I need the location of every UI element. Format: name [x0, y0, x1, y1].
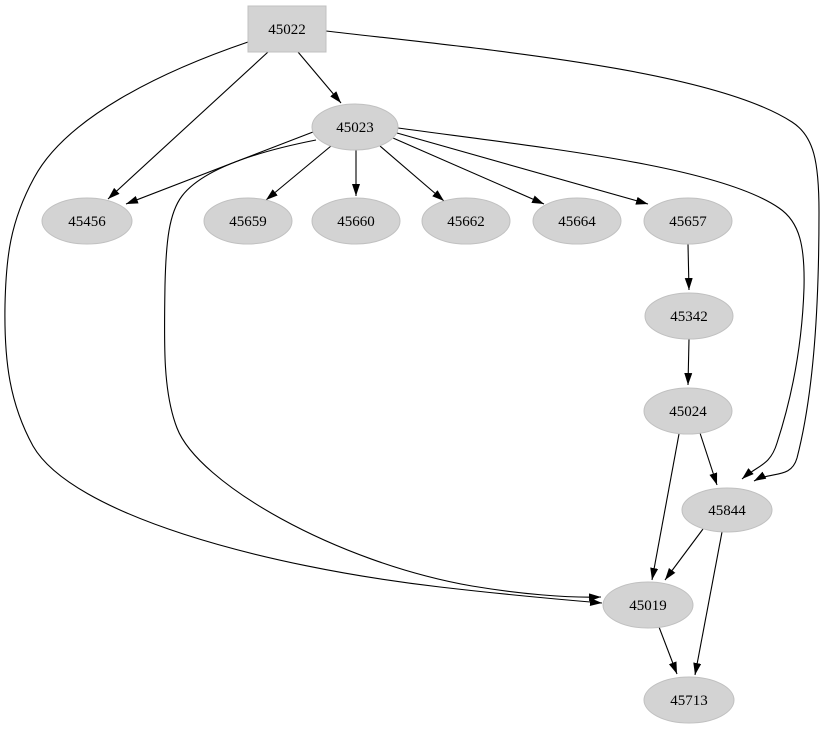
edge-45019-to-45713: [658, 626, 678, 675]
edge-45022-to-45019: [4, 41, 603, 606]
node-45456[interactable]: 45456: [41, 197, 133, 245]
node-ellipse-shape: [41, 197, 133, 245]
node-label: 45024: [669, 404, 707, 420]
edge-45844-to-45713: [693, 531, 723, 676]
node-label: 45023: [336, 120, 374, 136]
edge-45023-to-45657: [396, 132, 649, 205]
node-label: 45713: [670, 693, 708, 709]
node-45660[interactable]: 45660: [311, 197, 401, 245]
edge-45024-to-45844: [699, 432, 718, 486]
edge-45022-to-45456: [107, 51, 269, 200]
edge-45023-to-45664: [392, 137, 545, 205]
node-ellipse-shape: [644, 292, 734, 340]
edge-45023-to-45844: [397, 127, 805, 480]
node-label: 45022: [268, 22, 306, 38]
node-ellipse-shape: [532, 197, 622, 245]
node-45342[interactable]: 45342: [644, 292, 734, 340]
node-45022[interactable]: 45022: [247, 5, 327, 53]
edge-45023-to-45456: [125, 131, 314, 205]
node-label: 45660: [337, 214, 375, 230]
node-ellipse-shape: [643, 197, 733, 245]
node-45024[interactable]: 45024: [643, 387, 733, 435]
edge-45024-to-45019: [650, 433, 680, 581]
node-label: 45456: [68, 214, 106, 230]
node-ellipse-shape: [203, 197, 293, 245]
node-45713[interactable]: 45713: [643, 676, 735, 724]
edge-45342-to-45024: [684, 338, 693, 386]
node-label: 45342: [670, 309, 708, 325]
edge-45844-to-45019: [664, 528, 704, 581]
node-ellipse-shape: [421, 197, 511, 245]
edge-45657-to-45342: [684, 243, 693, 291]
node-box-shape: [247, 5, 327, 53]
edge-45023-to-45019: [163, 139, 602, 602]
edge-45022-to-45023: [297, 51, 342, 104]
node-ellipse-shape: [643, 387, 733, 435]
node-label: 45664: [558, 214, 596, 230]
node-45844[interactable]: 45844: [681, 487, 773, 533]
node-label: 45659: [229, 214, 267, 230]
node-label: 45844: [708, 503, 746, 519]
edge-45023-to-45662: [379, 145, 445, 202]
edge-layer: [4, 30, 820, 676]
node-ellipse-shape: [643, 676, 735, 724]
node-label: 45662: [447, 214, 485, 230]
edge-45022-to-45844: [325, 30, 820, 482]
node-45023[interactable]: 45023: [311, 103, 399, 151]
node-label: 45657: [669, 214, 707, 230]
node-45664[interactable]: 45664: [532, 197, 622, 245]
node-45659[interactable]: 45659: [203, 197, 293, 245]
node-label: 45019: [629, 598, 667, 614]
node-ellipse-shape: [311, 103, 399, 151]
node-ellipse-shape: [681, 487, 773, 533]
node-45657[interactable]: 45657: [643, 197, 733, 245]
node-ellipse-shape: [311, 197, 401, 245]
node-45019[interactable]: 45019: [602, 581, 694, 629]
node-45662[interactable]: 45662: [421, 197, 511, 245]
edge-45023-to-45659: [265, 145, 332, 201]
node-layer: 45022 45023 45456 45659 45660 45662 45664 45657…: [41, 5, 773, 724]
node-ellipse-shape: [602, 581, 694, 629]
